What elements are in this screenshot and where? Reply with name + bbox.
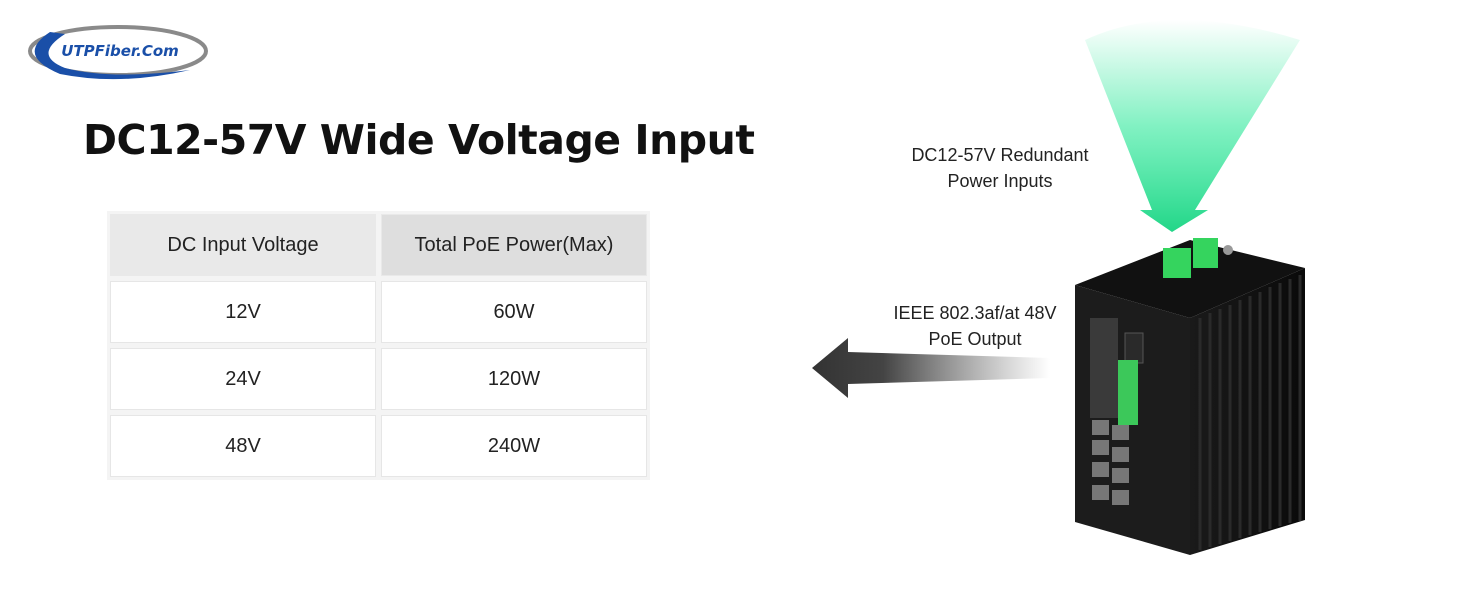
power-callout-line2: Power Inputs: [947, 171, 1053, 191]
poe-output-arrow-icon: [812, 338, 1050, 398]
table-row: 12V 60W: [110, 281, 647, 343]
logo-text: UTPFiber.Com: [61, 42, 179, 60]
table-header-row: DC Input Voltage Total PoE Power(Max): [110, 214, 647, 276]
poe-callout-line2: PoE Output: [928, 329, 1022, 349]
poe-switch-device: [1075, 238, 1305, 555]
voltage-cell: 48V: [110, 415, 376, 477]
power-cell: 240W: [381, 415, 647, 477]
poe-callout-line1: IEEE 802.3af/at 48V: [893, 303, 1057, 323]
utpfiber-logo: UTPFiber.Com: [28, 25, 208, 80]
table-row: 48V 240W: [110, 415, 647, 477]
table-row: 24V 120W: [110, 348, 647, 410]
voltage-cell: 24V: [110, 348, 376, 410]
header-dc-input-voltage: DC Input Voltage: [110, 214, 376, 276]
power-callout-line1: DC12-57V Redundant: [911, 145, 1089, 165]
voltage-cell: 12V: [110, 281, 376, 343]
page-title: DC12-57V Wide Voltage Input: [83, 116, 755, 164]
power-input-beam: [1085, 20, 1300, 232]
voltage-power-table: DC Input Voltage Total PoE Power(Max) 12…: [107, 211, 650, 480]
poe-output-callout: IEEE 802.3af/at 48V PoE Output: [870, 300, 1080, 352]
power-cell: 120W: [381, 348, 647, 410]
header-total-poe-power: Total PoE Power(Max): [381, 214, 647, 276]
power-cell: 60W: [381, 281, 647, 343]
power-inputs-callout: DC12-57V Redundant Power Inputs: [890, 142, 1110, 194]
